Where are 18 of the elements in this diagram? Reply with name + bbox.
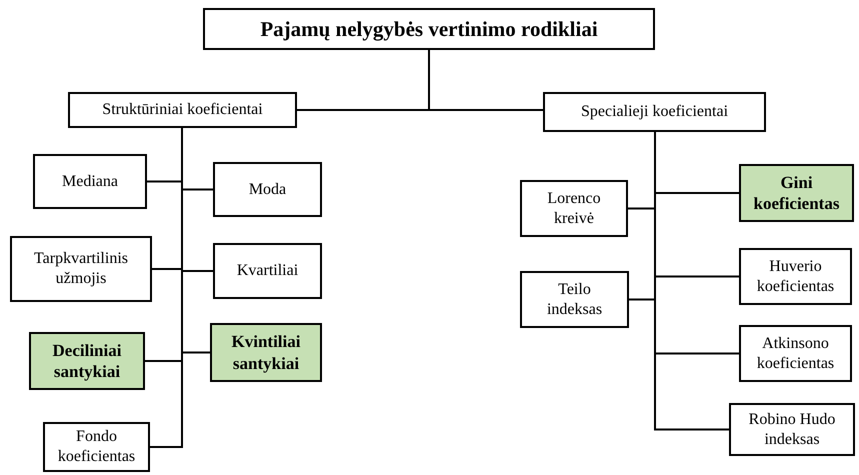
connector-line — [150, 128, 183, 448]
node-box: Tarpkvartilinis užmojis — [10, 236, 152, 302]
node-box: Teilo indeksas — [520, 271, 629, 328]
node-box: Kvartiliai — [213, 243, 322, 299]
node-box: Struktūriniai koeficientai — [68, 92, 297, 128]
connector-line — [654, 132, 729, 430]
node-box: Lorenco kreivė — [520, 180, 628, 237]
node-box: Deciliniai santykiai — [29, 332, 145, 390]
node-box: Robino Hudo indeksas — [729, 403, 855, 456]
node-box: Gini koeficientas — [739, 164, 854, 222]
node-box: Kvintiliai santykiai — [210, 323, 322, 382]
node-box: Specialieji koeficientai — [543, 92, 766, 132]
title-box: Pajamų nelygybės vertinimo rodikliai — [203, 8, 655, 50]
node-box: Moda — [213, 162, 322, 217]
node-box: Mediana — [33, 154, 147, 209]
node-box: Atkinsono koeficientas — [739, 325, 852, 382]
node-box: Fondo koeficientas — [43, 422, 150, 472]
node-box: Huverio koeficientas — [739, 248, 852, 305]
